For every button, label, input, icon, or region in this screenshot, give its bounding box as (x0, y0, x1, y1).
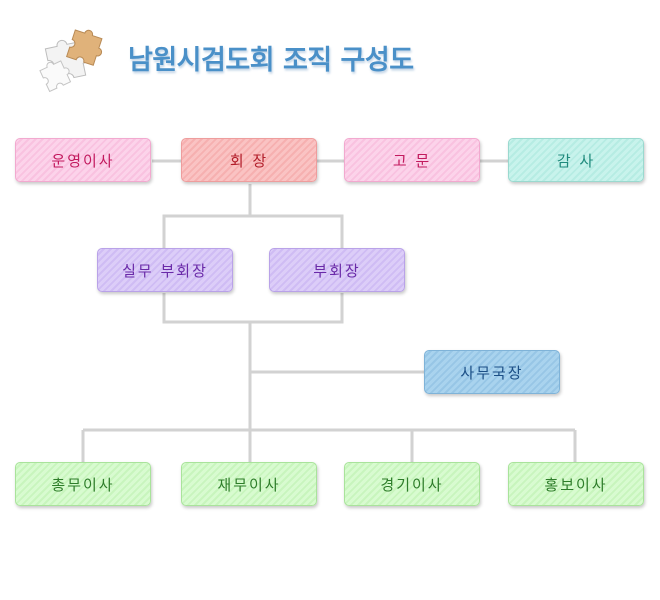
box-president: 회 장 (181, 138, 317, 182)
box-operations-director: 운영이사 (15, 138, 151, 182)
box-auditor: 감 사 (508, 138, 644, 182)
box-executive-vice-president: 실무 부회장 (97, 248, 233, 292)
connector-vice-bottom-bracket (162, 293, 344, 324)
box-general-affairs-director: 총무이사 (15, 462, 151, 506)
puzzle-pieces-icon (39, 29, 103, 93)
connector-vice-top-bracket (162, 214, 344, 248)
box-publicity-director: 홍보이사 (508, 462, 644, 506)
box-secretary-general: 사무국장 (424, 350, 560, 394)
box-advisor: 고 문 (344, 138, 480, 182)
page-title: 남원시검도회 조직 구성도 (128, 45, 414, 76)
box-vice-president: 부회장 (269, 248, 405, 292)
box-finance-director: 재무이사 (181, 462, 317, 506)
page-header: 남원시검도회 조직 구성도 (34, 24, 454, 94)
box-competition-director: 경기이사 (344, 462, 480, 506)
